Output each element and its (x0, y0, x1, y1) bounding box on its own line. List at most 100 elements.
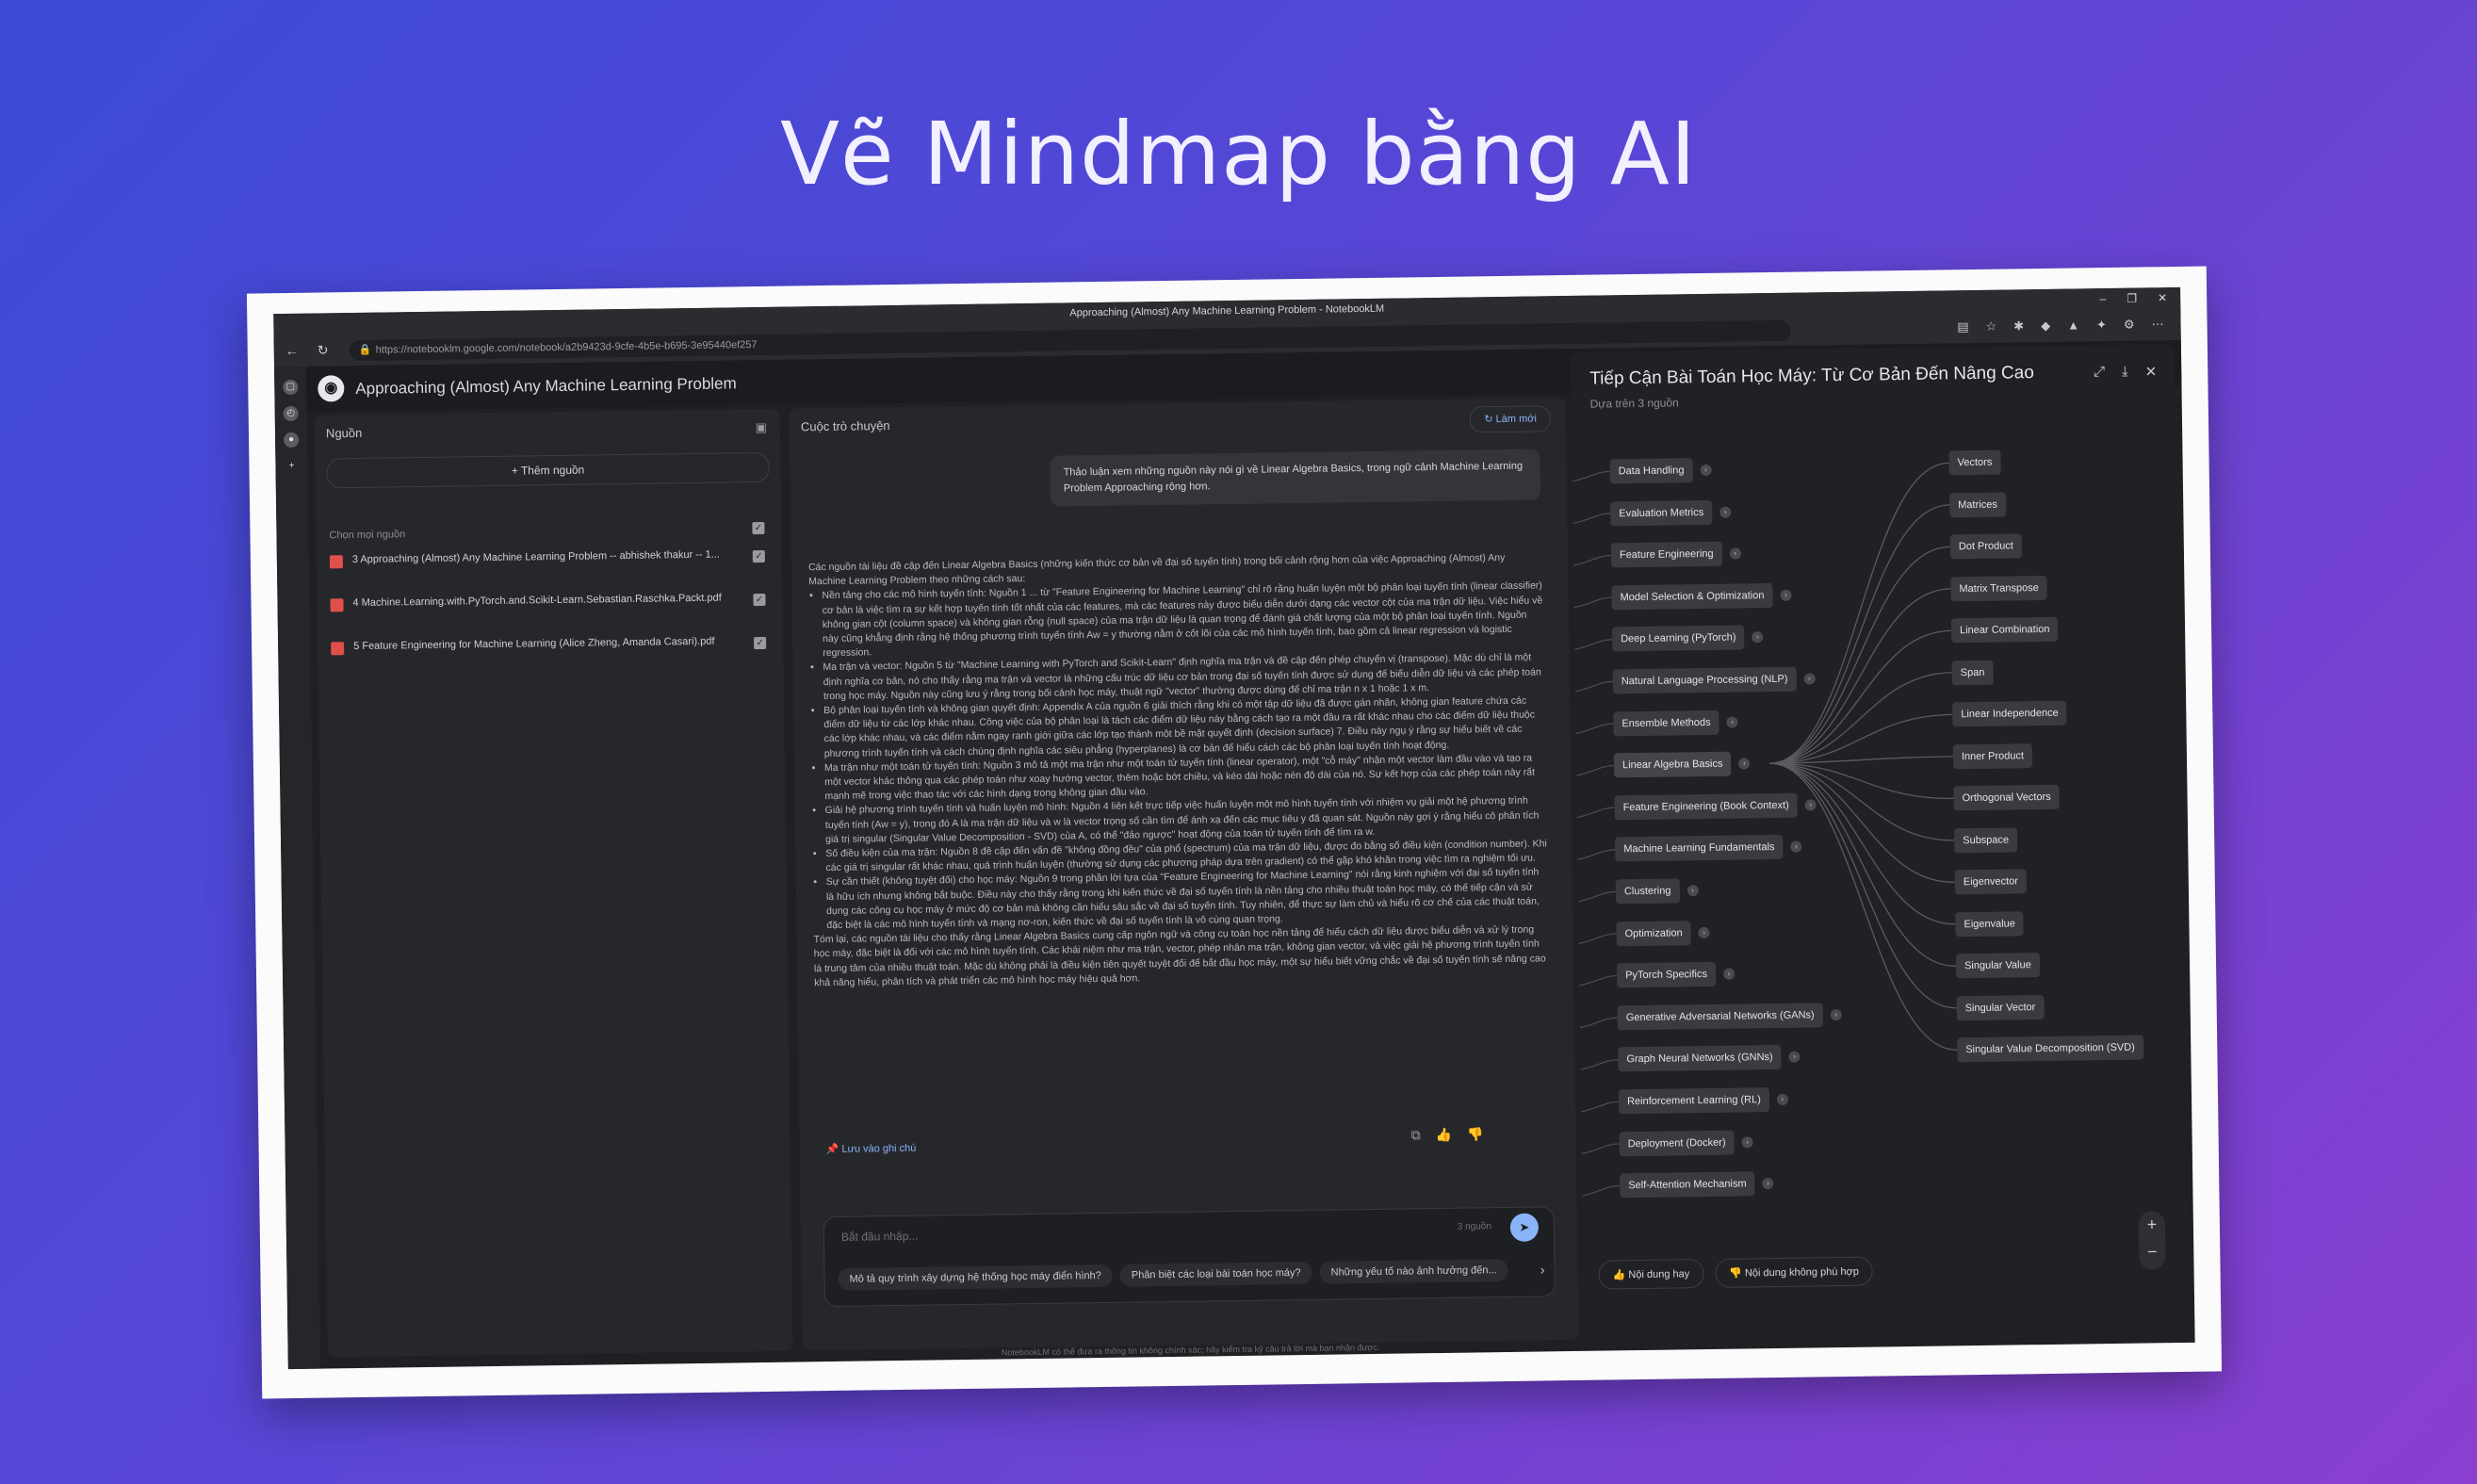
more-icon[interactable]: ⋯ (2151, 317, 2164, 332)
user-message: Thảo luận xem những nguồn này nói gì về … (1050, 448, 1541, 507)
mindmap-node[interactable]: Data Handling› (1609, 458, 1712, 484)
mindmap-node-label: Eigenvector (1963, 875, 2018, 889)
source-item[interactable]: 4 Machine.Learning.with.PyTorch.and.Scik… (330, 592, 750, 614)
extension-icon[interactable]: ✱ (2013, 318, 2025, 334)
mindmap-child-node[interactable]: Linear Combination (1950, 616, 2059, 644)
add-source-button[interactable]: + Thêm nguồn (326, 451, 770, 489)
save-to-note-button[interactable]: 📌 Lưu vào ghi chú (826, 1142, 917, 1155)
select-all-label: Chọn mọi nguồn (329, 529, 406, 542)
select-all-checkbox[interactable]: ✓ (752, 521, 765, 535)
source-checkbox[interactable]: ✓ (752, 549, 765, 563)
collapse-panel-icon[interactable]: ▣ (755, 419, 768, 435)
send-button[interactable]: ➤ (1509, 1213, 1540, 1242)
mindmap-node[interactable]: Optimization› (1616, 920, 1710, 946)
mindmap-node[interactable]: Machine Learning Fundamentals› (1615, 835, 1802, 862)
expand-icon[interactable]: › (1719, 506, 1732, 518)
extension-icon[interactable]: ✦ (2095, 318, 2108, 333)
history-icon[interactable]: ◴ (283, 405, 299, 422)
close-icon[interactable]: ✕ (2158, 291, 2168, 305)
expand-icon[interactable]: › (1729, 547, 1741, 560)
source-checkbox[interactable]: ✓ (753, 593, 766, 607)
mindmap-child-node[interactable]: Eigenvalue (1955, 910, 2025, 937)
mindmap-node[interactable]: Generative Adversarial Networks (GANs)› (1617, 1003, 1842, 1031)
zoom-out-button[interactable]: − (2146, 1242, 2158, 1262)
reader-icon[interactable]: ▤ (1957, 319, 1969, 334)
mindmap-node[interactable]: Deployment (Docker)› (1619, 1130, 1753, 1156)
expand-icon[interactable]: › (1687, 885, 1699, 897)
suggestion-chip[interactable]: Mô tả quy trình xây dựng hệ thống học má… (838, 1264, 1113, 1291)
mindmap-child-node[interactable]: Inner Product (1952, 742, 2033, 769)
thumbs-down-icon[interactable]: 👎 (1466, 1126, 1484, 1142)
good-content-button[interactable]: 👍 Nội dung hay (1598, 1259, 1704, 1290)
source-checkbox[interactable]: ✓ (754, 636, 767, 650)
mindmap-child-node[interactable]: Matrix Transpose (1950, 575, 2048, 601)
suggestion-chip[interactable]: Những yếu tố nào ảnh hưởng đến... (1319, 1258, 1508, 1284)
mindmap-node[interactable]: Clustering› (1615, 878, 1699, 905)
extension-icon[interactable]: ◆ (2041, 318, 2051, 333)
chat-input-box[interactable]: Bắt đầu nhập... 3 nguồn ➤ Mô tả quy trìn… (823, 1206, 1556, 1308)
expand-icon[interactable]: › (1726, 716, 1738, 728)
expand-icon[interactable]: ⤢ (2093, 364, 2106, 381)
mindmap-node[interactable]: Ensemble Methods› (1613, 709, 1738, 736)
bad-content-button[interactable]: 👎 Nội dung không phù hợp (1714, 1256, 1874, 1288)
minimize-icon[interactable]: – (2099, 292, 2107, 306)
expand-icon[interactable]: › (1741, 1135, 1753, 1149)
copy-icon[interactable]: ⧉ (1410, 1127, 1421, 1143)
expand-icon[interactable]: › (1722, 968, 1736, 980)
mindmap-child-node[interactable]: Eigenvector (1954, 869, 2028, 895)
chevron-right-icon[interactable]: › (1540, 1262, 1545, 1278)
refresh-label: Làm mới (1495, 413, 1537, 426)
expand-icon[interactable]: › (1804, 799, 1817, 811)
mindmap-node[interactable]: Natural Language Processing (NLP)› (1612, 666, 1816, 694)
chat-input[interactable]: Bắt đầu nhập... (840, 1229, 919, 1244)
notebook-icon[interactable]: ● (283, 432, 300, 448)
thumbs-up-icon[interactable]: 👍 (1435, 1126, 1453, 1143)
suggestion-chip[interactable]: Phân biệt các loại bài toán học máy? (1119, 1261, 1312, 1287)
expand-icon[interactable]: › (1780, 589, 1792, 601)
mindmap-child-node[interactable]: Dot Product (1949, 533, 2023, 560)
close-icon[interactable]: ✕ (2144, 364, 2158, 381)
mindmap-connector (1769, 672, 1952, 764)
mindmap-child-node[interactable]: Singular Vector (1956, 994, 2045, 1020)
mindmap-node[interactable]: Feature Engineering› (1610, 541, 1741, 568)
mindmap-child-node[interactable]: Span (1951, 660, 1994, 685)
back-icon[interactable]: ← (285, 342, 299, 359)
maximize-icon[interactable]: ❐ (2127, 291, 2138, 305)
notebook-title[interactable]: Approaching (Almost) Any Machine Learnin… (355, 374, 737, 398)
expand-icon[interactable]: › (1700, 464, 1712, 477)
mindmap-node[interactable]: Self-Attention Mechanism› (1620, 1171, 1774, 1199)
expand-icon[interactable]: › (1776, 1093, 1788, 1105)
mindmap-node[interactable]: Evaluation Metrics› (1610, 499, 1732, 526)
source-item[interactable]: 5 Feature Engineering for Machine Learni… (331, 635, 751, 658)
add-icon[interactable]: + (288, 460, 295, 471)
mindmap-child-node[interactable]: Matrices (1949, 492, 2006, 517)
star-icon[interactable]: ☆ (1985, 318, 1997, 334)
mindmap-node[interactable]: Feature Engineering (Book Context)› (1614, 792, 1817, 821)
mindmap-node[interactable]: PyTorch Specifics› (1616, 962, 1736, 988)
mindmap-node[interactable]: Reinforcement Learning (RL)› (1618, 1087, 1788, 1115)
zoom-in-button[interactable]: + (2146, 1215, 2158, 1234)
mindmap-node[interactable]: Linear Algebra Basics‹ (1613, 751, 1751, 778)
mindmap-child-node[interactable]: Singular Value (1955, 953, 2040, 979)
expand-icon[interactable]: › (1698, 926, 1710, 938)
download-icon[interactable]: ⤓ (2121, 363, 2128, 380)
expand-icon[interactable]: › (1803, 673, 1816, 685)
mindmap-child-node[interactable]: Vectors (1948, 449, 2001, 476)
reload-icon[interactable]: ↻ (317, 342, 329, 358)
source-item[interactable]: 3 Approaching (Almost) Any Machine Learn… (329, 548, 750, 571)
mindmap-node[interactable]: Model Selection & Optimization› (1611, 582, 1792, 611)
notebooklm-logo[interactable]: ◉ (318, 375, 345, 402)
settings-icon[interactable]: ⚙ (2123, 317, 2135, 332)
mindmap-node-label: Linear Independence (1961, 707, 2059, 721)
mindmap-child-node[interactable]: Linear Independence (1952, 700, 2067, 727)
lock-icon: 🔒 (358, 344, 372, 356)
mindmap-child-node[interactable]: Singular Value Decomposition (SVD) (1957, 1035, 2144, 1063)
expand-icon[interactable]: › (1830, 1008, 1842, 1020)
tabs-icon[interactable]: ▢ (283, 379, 299, 396)
mindmap-node[interactable]: Graph Neural Networks (GNNs)› (1618, 1045, 1801, 1072)
mindmap-node[interactable]: Deep Learning (PyTorch)› (1611, 625, 1764, 652)
mindmap-child-node[interactable]: Subspace (1954, 826, 2018, 853)
mindmap-child-node[interactable]: Orthogonal Vectors (1953, 784, 2060, 811)
extension-icon[interactable]: ▲ (2067, 318, 2080, 333)
refresh-button[interactable]: ↻ Làm mới (1470, 405, 1552, 433)
